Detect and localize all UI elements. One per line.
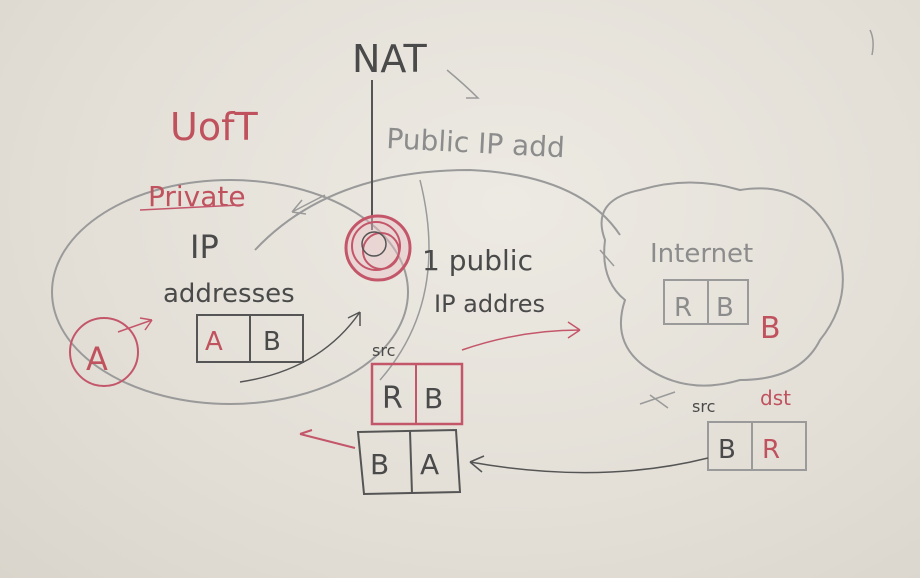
smudge-mark — [869, 29, 874, 56]
host-a-arrow — [117, 317, 153, 333]
nat-outgoing-src: R — [382, 381, 403, 416]
to-host-a-arrow — [299, 429, 356, 449]
nat-title: NAT — [352, 37, 427, 81]
uoft-network-outline — [51, 179, 409, 405]
incoming-bottom-dst: A — [420, 448, 439, 481]
internet-packet: R B — [663, 279, 749, 325]
private-arrow — [291, 194, 326, 215]
incoming-right-src: B — [718, 435, 736, 465]
public-ip-label: Public IP add — [386, 122, 566, 164]
incoming-packet-bottom: B A — [356, 428, 462, 496]
private-packet-dst: B — [263, 327, 281, 357]
addresses-label: addresses — [163, 279, 295, 309]
incoming-bottom-src: B — [370, 448, 389, 481]
private-underline — [139, 204, 241, 211]
return-arrow-mark — [639, 391, 676, 409]
internet-label: Internet — [650, 239, 753, 269]
src-label-right: src — [692, 397, 715, 416]
nat-router-icon — [344, 214, 412, 282]
dst-label: dst — [760, 386, 791, 410]
src-label-left: src — [372, 341, 395, 360]
incoming-packet-right: B R — [707, 421, 807, 471]
nat-arrow-right — [446, 69, 480, 99]
internet-entry-tick — [599, 249, 615, 267]
ip-label: IP — [190, 228, 219, 266]
upper-arc — [254, 168, 621, 251]
nat-outgoing-dst: B — [424, 382, 443, 415]
uoft-label: UofT — [170, 105, 258, 149]
return-to-nat-arrow — [469, 455, 709, 474]
to-internet-arrow — [461, 321, 581, 351]
ip-address-label: IP addres — [434, 290, 545, 318]
host-a-label: A — [86, 340, 108, 378]
internet-packet-dst: B — [716, 293, 734, 323]
private-label: Private — [148, 180, 246, 213]
nat-outgoing-packet: R B — [370, 362, 464, 426]
internet-packet-src: R — [674, 293, 692, 323]
host-b-label: B — [760, 311, 781, 346]
private-packet: A B — [196, 314, 304, 363]
private-packet-src: A — [205, 327, 223, 357]
one-public-label: 1 public — [422, 244, 533, 277]
nat-boundary-arc — [379, 179, 430, 381]
internet-cloud-outline — [600, 181, 844, 387]
host-a-node — [69, 317, 139, 387]
to-nat-arrow — [239, 311, 361, 383]
incoming-right-dst: R — [762, 435, 780, 465]
